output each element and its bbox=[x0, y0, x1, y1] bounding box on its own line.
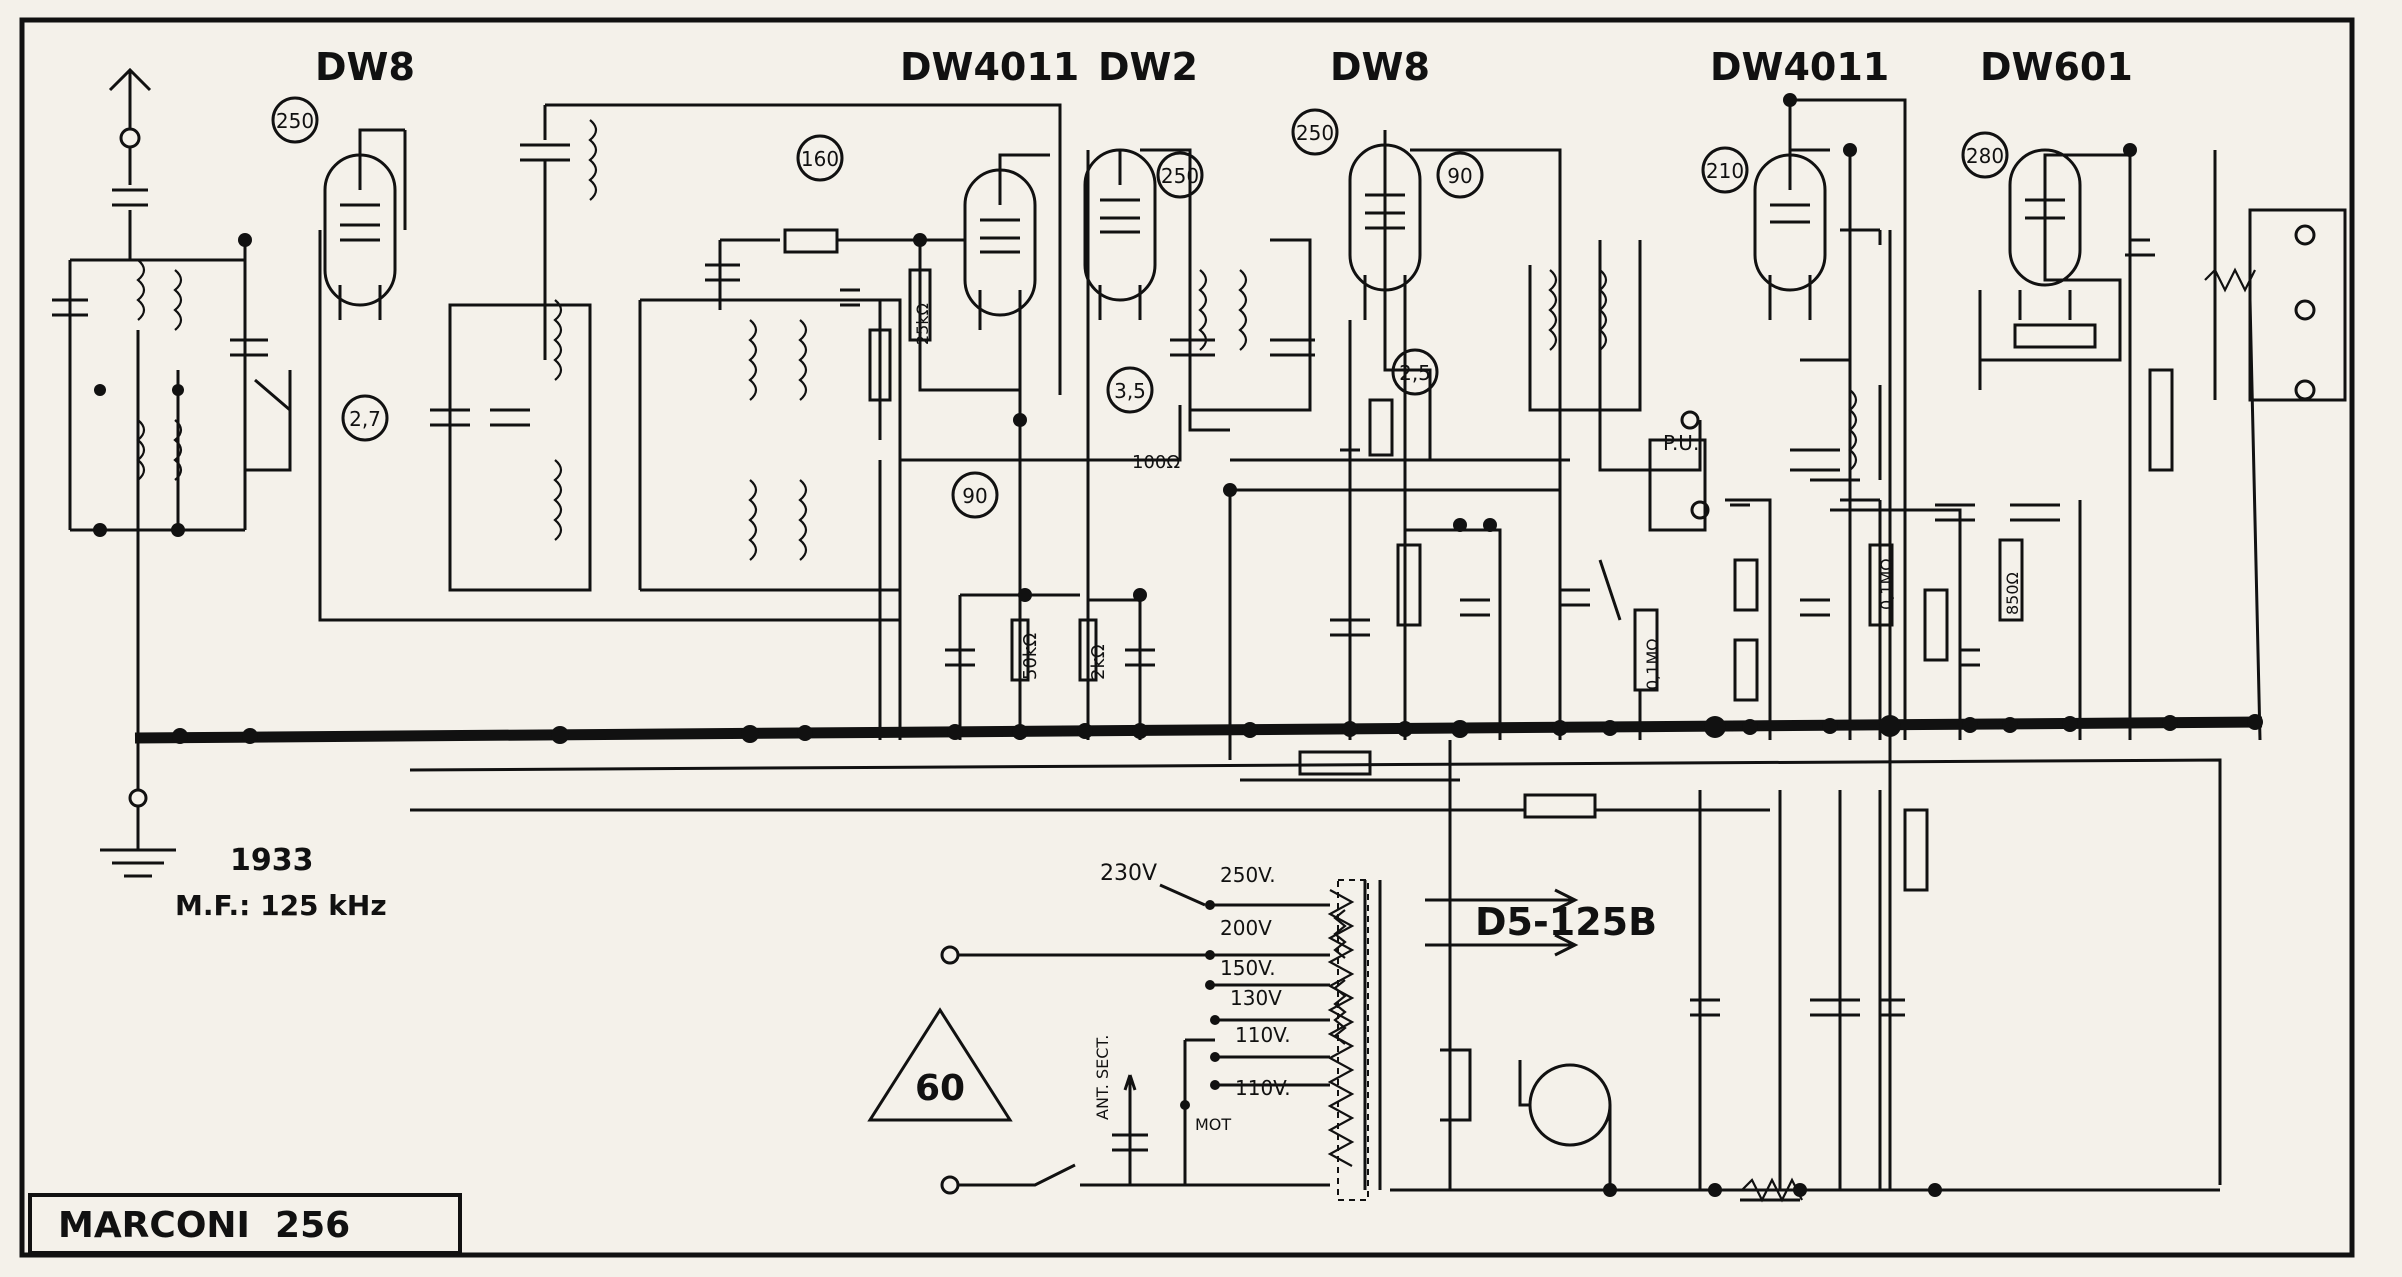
tube-6 bbox=[2008, 148, 2090, 320]
ground-bus bbox=[134, 716, 2263, 744]
tube-label-3: DW2 bbox=[1098, 45, 1198, 89]
svg-text:3,5: 3,5 bbox=[1114, 379, 1146, 403]
svg-text:2,5: 2,5 bbox=[1399, 361, 1431, 385]
value-volume-resistor-1: 0,1MΩ bbox=[1643, 639, 1662, 690]
mf-label: M.F.: 125 kHz bbox=[175, 889, 387, 922]
svg-text:250: 250 bbox=[1296, 121, 1334, 145]
info-block: 1933 M.F.: 125 kHz bbox=[175, 843, 387, 922]
value-output-resistor: 850Ω bbox=[2003, 572, 2022, 615]
title-box: MARCONI 256 bbox=[28, 1193, 462, 1255]
voltage-annotations: 250 160 250 250 90 210 280 2,7 bbox=[271, 96, 2009, 519]
svg-text:280: 280 bbox=[1966, 144, 2004, 168]
junctions bbox=[172, 93, 2263, 1197]
svg-text:160: 160 bbox=[801, 147, 839, 171]
ant-sect-label: ANT. SECT. bbox=[1093, 1035, 1112, 1120]
tap-130: 130V bbox=[1230, 986, 1282, 1010]
mains-input-label: 230V bbox=[1100, 861, 1157, 886]
svg-text:210: 210 bbox=[1706, 159, 1744, 183]
tap-110b: 110V. bbox=[1235, 1076, 1291, 1100]
pickup-label: P.U. bbox=[1663, 431, 1699, 455]
tube-label-1: DW8 bbox=[315, 45, 415, 89]
svg-text:2,7: 2,7 bbox=[349, 407, 381, 431]
value-cathode-resistor-1: 50kΩ bbox=[1020, 633, 1041, 680]
antenna-section bbox=[52, 67, 292, 878]
voltage-badge-1: 250 bbox=[271, 96, 319, 144]
rectifier-label: D5-125B bbox=[1475, 900, 1657, 944]
svg-text:90: 90 bbox=[1447, 164, 1472, 188]
svg-text:250: 250 bbox=[276, 109, 314, 133]
tube-label-4: DW8 bbox=[1330, 45, 1430, 89]
frame bbox=[19, 17, 2355, 1258]
tap-250: 250V. bbox=[1220, 863, 1276, 887]
value-volume-resistor-2: 0,1MΩ bbox=[1877, 559, 1896, 610]
voltage-badge-9: 3,5 bbox=[1106, 366, 1154, 414]
voltage-badge-10: 2,5 bbox=[1391, 348, 1439, 396]
voltage-badge-4: 250 bbox=[1291, 108, 1339, 156]
svg-text:250: 250 bbox=[1161, 164, 1199, 188]
tube-label-2: DW4011 bbox=[900, 45, 1079, 89]
voltage-badge-2: 160 bbox=[796, 134, 844, 182]
tube-label-5: DW4011 bbox=[1710, 45, 1889, 89]
power-supply: D5-125B 230V 250V. 200V 150V. 130V 110V.… bbox=[940, 861, 1657, 1201]
svg-text:90: 90 bbox=[962, 484, 987, 508]
value-cathode-resistor-2: 2kΩ bbox=[1088, 644, 1109, 680]
voltage-badge-6: 210 bbox=[1701, 146, 1749, 194]
svg-text:60: 60 bbox=[915, 1068, 965, 1109]
mot-label: MOT bbox=[1195, 1115, 1231, 1134]
tap-150: 150V. bbox=[1220, 956, 1276, 980]
voltage-badge-5: 90 bbox=[1436, 151, 1484, 199]
triangle-badge: 60 bbox=[867, 1007, 1013, 1122]
voltage-badge-3: 250 bbox=[1156, 151, 1204, 199]
tube-5 bbox=[1753, 148, 1830, 320]
tube-labels: DW8 DW4011 DW2 DW8 DW4011 DW601 bbox=[315, 45, 2133, 89]
voltage-badge-11: 90 bbox=[951, 471, 999, 519]
tube-1 bbox=[323, 128, 405, 320]
year-label: 1933 bbox=[230, 843, 314, 878]
tap-110a: 110V. bbox=[1235, 1023, 1291, 1047]
wiring bbox=[318, 98, 2347, 1203]
voltage-badge-8: 2,7 bbox=[341, 394, 389, 442]
tap-200: 200V bbox=[1220, 916, 1272, 940]
title-label: MARCONI 256 bbox=[58, 1205, 350, 1246]
tube-label-6: DW601 bbox=[1980, 45, 2133, 89]
tube-3 bbox=[1083, 148, 1157, 320]
tube-2 bbox=[963, 153, 1050, 330]
component-values: 100Ω 25kΩ 50kΩ 2kΩ 0,1MΩ 0,1MΩ 850Ω P.U. bbox=[913, 303, 2022, 690]
voltage-badge-7: 280 bbox=[1961, 131, 2009, 179]
value-grid-resistor: 25kΩ bbox=[913, 303, 932, 345]
value-feedback-resistor: 100Ω bbox=[1132, 452, 1180, 473]
